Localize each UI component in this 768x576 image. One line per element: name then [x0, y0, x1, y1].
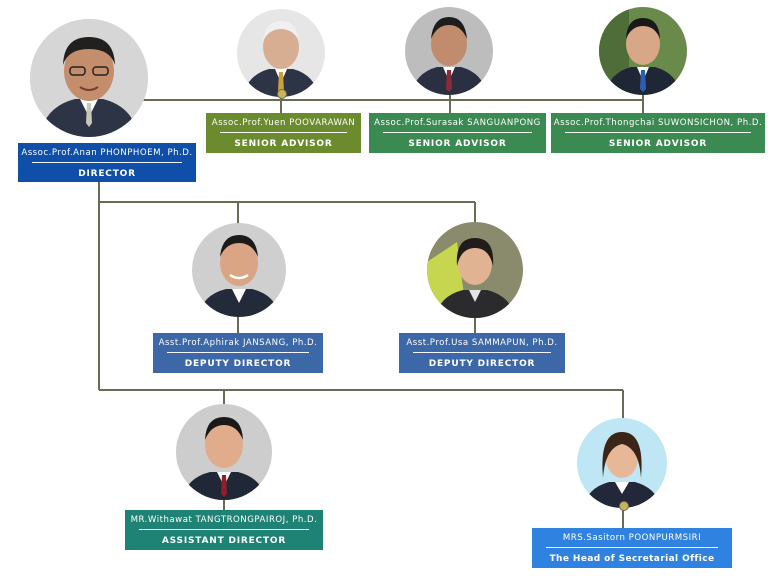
card-secretary: MRS.Sasitorn POONPURMSIRI The Head of Se… — [532, 528, 732, 568]
person-name: Asst.Prof.Usa SAMMAPUN, Ph.D. — [406, 338, 558, 348]
divider — [546, 547, 718, 548]
divider — [413, 352, 551, 353]
divider — [32, 162, 182, 163]
photo-advisor-2 — [405, 7, 493, 95]
divider — [565, 132, 751, 133]
card-advisor-2: Assoc.Prof.Surasak SANGUANPONG SENIOR AD… — [369, 113, 546, 153]
card-assistant: MR.Withawat TANGTRONGPAIROJ, Ph.D. ASSIS… — [125, 510, 323, 550]
portrait-icon — [176, 404, 272, 500]
portrait-icon — [577, 418, 667, 508]
photo-advisor-1 — [237, 9, 325, 97]
person-role: SENIOR ADVISOR — [234, 139, 333, 149]
photo-deputy-1 — [192, 223, 286, 317]
photo-assistant — [176, 404, 272, 500]
person-role: DEPUTY DIRECTOR — [428, 359, 536, 369]
person-name: MRS.Sasitorn POONPURMSIRI — [562, 533, 702, 543]
portrait-icon — [192, 223, 286, 317]
person-name: Assoc.Prof.Surasak SANGUANPONG — [374, 118, 541, 128]
badge-dot — [277, 89, 287, 99]
portrait-icon — [405, 7, 493, 95]
photo-advisor-3 — [599, 7, 687, 95]
person-role: DIRECTOR — [78, 169, 136, 179]
photo-secretary — [577, 418, 667, 508]
photo-deputy-2 — [427, 222, 523, 318]
card-advisor-1: Assoc.Prof.Yuen POOVARAWAN SENIOR ADVISO… — [206, 113, 361, 153]
person-role: SENIOR ADVISOR — [608, 139, 708, 149]
person-name: Assoc.Prof.Anan PHONPHOEM, Ph.D. — [21, 148, 193, 158]
card-director: Assoc.Prof.Anan PHONPHOEM, Ph.D. DIRECTO… — [18, 143, 196, 182]
person-role: SENIOR ADVISOR — [408, 139, 507, 149]
person-name: Assoc.Prof.Thongchai SUWONSICHON, Ph.D. — [553, 118, 763, 128]
divider — [383, 132, 532, 133]
divider — [167, 352, 309, 353]
photo-director — [30, 19, 148, 137]
badge-dot — [619, 501, 629, 511]
portrait-icon — [427, 222, 523, 318]
card-deputy-1: Asst.Prof.Aphirak JANSANG, Ph.D. DEPUTY … — [153, 333, 323, 373]
card-deputy-2: Asst.Prof.Usa SAMMAPUN, Ph.D. DEPUTY DIR… — [399, 333, 565, 373]
person-role: ASSISTANT DIRECTOR — [161, 536, 287, 546]
person-name: MR.Withawat TANGTRONGPAIROJ, Ph.D. — [130, 515, 318, 525]
divider — [220, 132, 347, 133]
person-name: Asst.Prof.Aphirak JANSANG, Ph.D. — [158, 338, 318, 348]
portrait-icon — [599, 7, 687, 95]
portrait-icon — [237, 9, 325, 97]
person-name: Assoc.Prof.Yuen POOVARAWAN — [211, 118, 356, 128]
card-advisor-3: Assoc.Prof.Thongchai SUWONSICHON, Ph.D. … — [551, 113, 765, 153]
divider — [139, 529, 309, 530]
person-role: DEPUTY DIRECTOR — [184, 359, 292, 369]
portrait-icon — [30, 19, 148, 137]
person-role: The Head of Secretarial Office — [549, 554, 715, 564]
